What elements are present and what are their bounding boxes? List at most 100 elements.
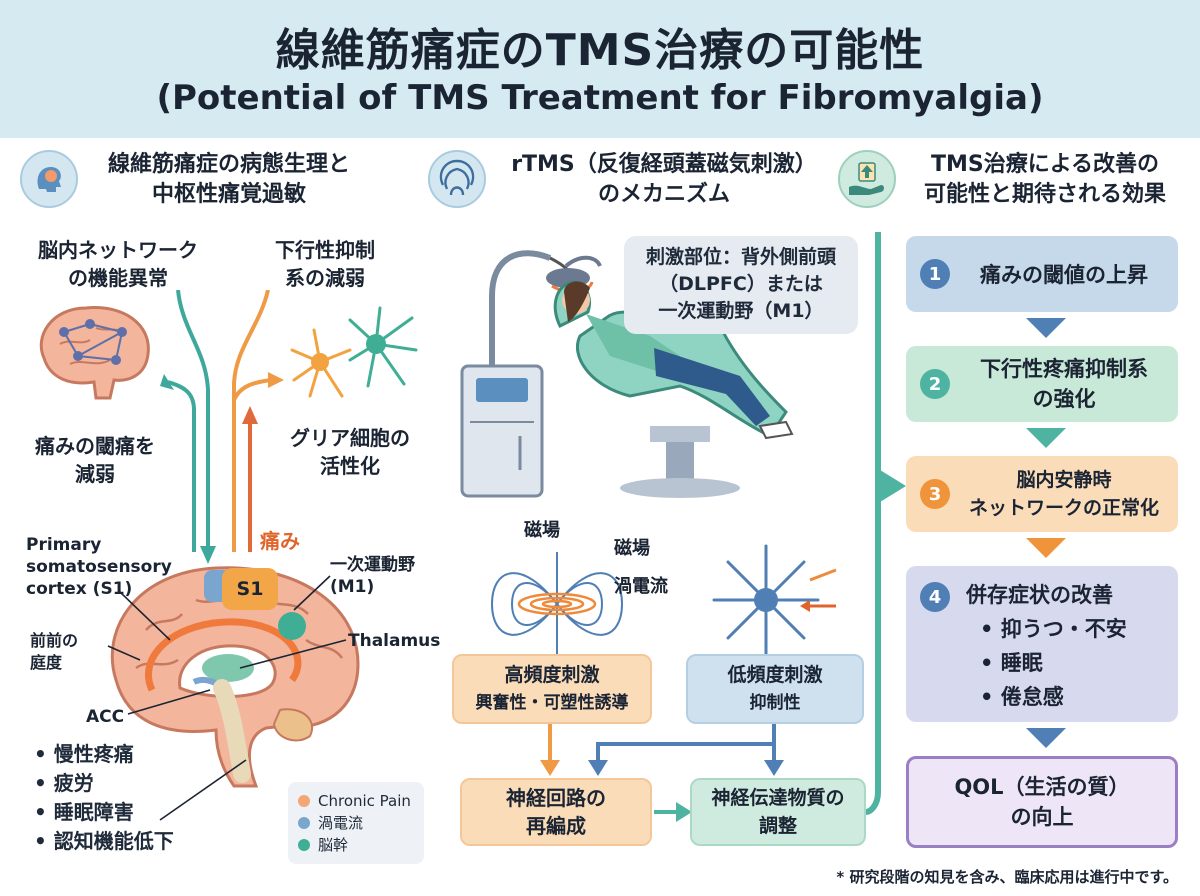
step-4-bullet: • 倦怠感	[980, 685, 1064, 709]
s1-badge: S1	[222, 568, 278, 610]
col3-title-line2: 可能性と期待される効果	[923, 182, 1166, 207]
field-label-right: 磁場	[614, 538, 650, 559]
step-text: 下行性疼痛抑制系 の強化	[950, 354, 1178, 414]
s1-label-line2: somatosensory	[26, 557, 172, 577]
col1-title-line2: 中枢性痛覚過敏	[151, 182, 306, 207]
legend-label: 脳幹	[318, 836, 349, 854]
legend-swatch	[298, 839, 310, 851]
frontal-label-line2: 庭度	[30, 653, 63, 672]
legend-swatch	[298, 817, 310, 829]
high-frequency-line1: 高頻度刺激	[504, 664, 600, 686]
step-4-bullet-text: 睡眠	[1000, 651, 1043, 675]
glia-label: グリア細胞の 活性化	[280, 424, 420, 480]
chevron-down-icon	[1026, 728, 1066, 748]
network-brain-icon	[39, 305, 150, 400]
step-number: 4	[920, 582, 950, 612]
legend-item: 脳幹	[298, 834, 414, 856]
pain-reduce-line1: 痛みの閾痛を	[35, 434, 155, 458]
callout-line2: （DLPFC）または	[659, 273, 823, 295]
step-2-line2: の強化	[1032, 387, 1096, 411]
s1-label: Primary somatosensory cortex (S1)	[26, 534, 206, 600]
reorg-line2: 再編成	[526, 814, 586, 838]
step-4-bullet: • 抑うつ・不安	[980, 617, 1127, 641]
low-frequency-line2: 抑制性	[749, 693, 801, 713]
neuron-icon	[712, 544, 837, 656]
s1-label-line3: cortex (S1)	[26, 579, 133, 599]
high-frequency-box: 高頻度刺激 興奮性・可塑性誘導	[452, 654, 652, 724]
step-4-bullet: • 睡眠	[980, 651, 1043, 675]
symptom-list: 慢性疼痛 疲労 睡眠障害 認知機能低下	[34, 740, 174, 856]
symptom-item: 認知機能低下	[34, 827, 174, 856]
qol-line2: の向上	[1010, 805, 1074, 829]
symptom-item: 慢性疼痛	[34, 740, 174, 769]
step-text: 脳内安静時 ネットワークの正常化	[950, 466, 1178, 522]
stimulation-site-callout: 刺激部位：背外側前頭 （DLPFC）または 一次運動野（M1）	[624, 236, 858, 334]
neuro-line2: 調整	[758, 815, 797, 837]
brain-head-icon	[20, 150, 78, 208]
m1-label-line2: (M1)	[330, 577, 375, 597]
step-2-line1: 下行性疼痛抑制系	[980, 357, 1148, 381]
step-3-line2: ネットワークの正常化	[968, 497, 1159, 519]
pain-reduce-line2: 減弱	[75, 462, 115, 486]
legend: Chronic Pain 渦電流 脳幹	[288, 782, 424, 864]
pathway-arrows	[160, 290, 284, 564]
glia-label-line2: 活性化	[320, 454, 380, 478]
flow-arrows	[540, 724, 784, 822]
acc-label: ACC	[86, 707, 125, 727]
header-banner: 線維筋痛症のTMS治療の可能性 (Potential of TMS Treatm…	[0, 0, 1200, 138]
step-3-line1: 脳内安静時	[1016, 469, 1112, 491]
connector-arrow	[865, 232, 906, 815]
magnetic-wave-icon	[428, 150, 486, 208]
col2-title-line2: のメカニズム	[597, 182, 730, 207]
high-frequency-line2: 興奮性・可塑性誘導	[475, 693, 629, 713]
step-number: 3	[920, 479, 950, 509]
qol-line1: QOL（生活の質）	[954, 775, 1130, 799]
m1-label-line1: 一次運動野	[330, 555, 415, 575]
thalamus-label: Thalamus	[348, 631, 441, 651]
descending-label-line2: 系の減弱	[285, 266, 365, 290]
callout-line3: 一次運動野（M1）	[658, 300, 824, 322]
effect-step-4: 4 併存症状の改善 • 抑うつ・不安 • 睡眠 • 倦怠感	[906, 566, 1178, 722]
eddy-label: 渦電流	[614, 576, 668, 597]
step-number: 2	[920, 369, 950, 399]
low-frequency-line1: 低頻度刺激	[727, 664, 823, 686]
qol-box: QOL（生活の質） の向上	[906, 756, 1178, 848]
pain-word: 痛み	[260, 529, 300, 553]
col2-title-line1: rTMS（反復経頭蓋磁気刺激）	[511, 152, 817, 177]
neurotransmitter-box: 神経伝達物質の 調整	[690, 778, 866, 846]
glia-cell-icon	[290, 306, 418, 398]
page-subtitle: (Potential of TMS Treatment for Fibromya…	[156, 78, 1044, 118]
neuro-line1: 神経伝達物質の	[711, 787, 845, 809]
col1-title: 線維筋痛症の病態生理と 中枢性痛覚過敏	[84, 150, 374, 210]
frontal-label-line1: 前前の	[30, 631, 79, 650]
circuit-reorganization-box: 神経回路の 再編成	[460, 778, 652, 846]
step-1-line1: 痛みの閾値の上昇	[980, 263, 1148, 287]
col1-title-line1: 線維筋痛症の病態生理と	[107, 152, 350, 177]
effect-step-3: 3 脳内安静時 ネットワークの正常化	[906, 456, 1178, 532]
magnetic-field-icon	[490, 552, 624, 656]
legend-swatch	[298, 795, 310, 807]
network-label: 脳内ネットワーク の機能異常	[18, 236, 218, 292]
page-title: 線維筋痛症のTMS治療の可能性	[275, 25, 925, 76]
network-label-line2: の機能異常	[68, 266, 168, 290]
legend-label: Chronic Pain	[318, 792, 411, 810]
m1-label: 一次運動野 (M1)	[330, 554, 440, 598]
descending-label: 下行性抑制 系の減弱	[255, 236, 395, 292]
col3-title: TMS治療による改善の 可能性と期待される効果	[900, 150, 1190, 210]
step-4-bullets: • 抑うつ・不安 • 睡眠 • 倦怠感	[966, 612, 1178, 714]
col3-title-line1: TMS治療による改善の	[930, 152, 1160, 177]
legend-label: 渦電流	[318, 814, 364, 832]
effect-step-2: 2 下行性疼痛抑制系 の強化	[906, 346, 1178, 422]
s1-label-line1: Primary	[26, 535, 102, 555]
chevron-down-icon	[1026, 318, 1066, 338]
symptom-item: 疲労	[34, 769, 174, 798]
chevron-down-icon	[1026, 428, 1066, 448]
low-frequency-box: 低頻度刺激 抑制性	[686, 654, 864, 724]
network-label-line1: 脳内ネットワーク	[38, 238, 198, 262]
effect-step-1: 1 痛みの閾値の上昇	[906, 236, 1178, 312]
glia-label-line1: グリア細胞の	[290, 426, 410, 450]
tms-scene	[460, 250, 794, 498]
legend-item: 渦電流	[298, 812, 414, 834]
step-number: 1	[920, 259, 950, 289]
step-4-line1: 併存症状の改善	[966, 583, 1113, 607]
